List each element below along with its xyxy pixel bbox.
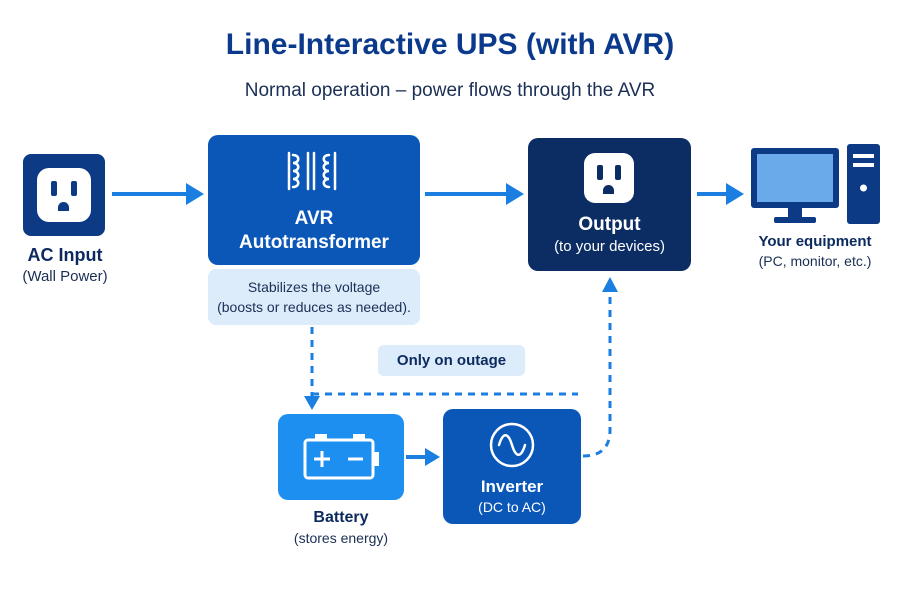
ac-outlet-icon	[23, 154, 105, 236]
battery-sublabel: (stores energy)	[293, 530, 389, 546]
sine-wave-icon	[489, 422, 535, 468]
output-box: Output (to your devices)	[528, 138, 691, 271]
page-subtitle: Normal operation – power flows through t…	[244, 80, 656, 101]
output-label: Output	[578, 214, 641, 235]
equipment-sublabel: (PC, monitor, etc.)	[758, 253, 872, 269]
ac-input-sublabel: (Wall Power)	[22, 268, 108, 285]
battery-box	[278, 414, 404, 500]
avr-label-line2: Autotransformer	[239, 232, 389, 253]
battery-label: Battery	[313, 509, 369, 526]
arrow-battery-to-inverter	[406, 448, 440, 466]
avr-note: Stabilizes the voltage (boosts or reduce…	[208, 269, 420, 325]
inverter-label: Inverter	[480, 477, 544, 496]
battery-icon	[303, 434, 379, 480]
avr-note-line1: Stabilizes the voltage	[247, 279, 381, 295]
arrow-avr-to-output	[425, 183, 524, 205]
ac-input-label: AC Input	[27, 245, 103, 265]
avr-label: AVR	[294, 208, 334, 229]
arrow-inverter-to-output-dashed	[582, 277, 618, 458]
computer-icon	[751, 144, 880, 224]
outage-note: Only on outage	[378, 345, 525, 376]
page-title: Line-Interactive UPS (with AVR)	[225, 28, 675, 61]
avr-note-line2: (boosts or reduces as needed).	[217, 299, 411, 315]
avr-autotransformer-box: AVR Autotransformer	[208, 135, 420, 265]
equipment-label: Your equipment	[758, 233, 872, 250]
output-sublabel: (to your devices)	[554, 238, 665, 255]
transformer-icon	[287, 151, 337, 191]
arrow-output-to-equipment	[697, 183, 744, 205]
inverter-sublabel: (DC to AC)	[478, 499, 546, 515]
arrow-avr-to-battery-dashed	[304, 327, 320, 410]
output-outlet-icon	[584, 153, 634, 203]
arrow-ac-to-avr	[112, 183, 204, 205]
inverter-box: Inverter (DC to AC)	[443, 409, 581, 524]
